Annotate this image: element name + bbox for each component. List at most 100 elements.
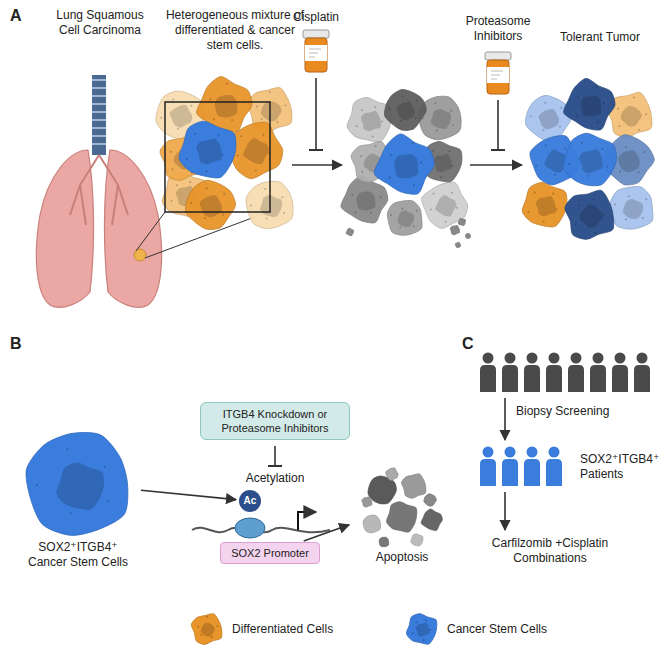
process-label: Acetylation: [225, 471, 325, 486]
inhibition-line: [497, 100, 499, 150]
bottle-cap: [485, 52, 511, 60]
cell-dot: [415, 117, 417, 119]
cell-nucleus: [623, 199, 643, 219]
legend-swatch: [405, 612, 439, 646]
person-icon: [546, 447, 562, 487]
cell-dot: [576, 115, 578, 117]
cell-dot: [530, 115, 532, 117]
cell-dot: [425, 619, 427, 621]
person-head: [637, 353, 648, 364]
cell-dot: [555, 208, 557, 210]
cell-nucleus: [243, 138, 269, 164]
cell-fragment: [386, 502, 416, 533]
cell-nucleus: [261, 101, 282, 121]
cell-dot: [388, 108, 390, 110]
cell-drawing: [421, 182, 467, 228]
inhibition-bar: [491, 149, 505, 151]
cell-drawing: [385, 89, 427, 130]
person-head: [483, 447, 494, 458]
cell-fragment: [411, 534, 423, 546]
cell-dot: [436, 129, 438, 131]
node-text: Apoptosis: [352, 550, 452, 565]
label-stripe: [491, 79, 497, 80]
trachea-ring: [92, 127, 106, 129]
cell-dot: [205, 170, 207, 172]
cell-dot: [415, 621, 417, 623]
cell-dot: [400, 120, 402, 122]
cell-nucleus: [361, 111, 381, 131]
person-icon: [502, 353, 518, 393]
cell-dot: [595, 232, 597, 234]
inhibition-line: [315, 78, 317, 150]
cell-dot: [200, 634, 202, 636]
bottle-body: [487, 60, 509, 94]
tolerant-cluster: [522, 78, 654, 239]
cell-nucleus: [536, 196, 556, 216]
cell-nucleus: [431, 109, 451, 129]
cell-fragment: [455, 242, 461, 248]
cell-dot: [352, 194, 354, 196]
stem-cell-node: SOX2⁺ITGB4⁺ Cancer Stem Cells: [18, 428, 138, 570]
cell-nucleus: [196, 138, 222, 164]
cell-dot: [602, 148, 604, 150]
trachea-ring: [92, 95, 106, 97]
cell-dot: [276, 121, 278, 123]
cell-fragment: [386, 468, 399, 481]
cell-dot: [445, 221, 447, 223]
cell-dot: [186, 158, 188, 160]
cell-drawing: [563, 133, 616, 186]
person-icon: [524, 353, 540, 393]
cell-dot: [628, 195, 630, 197]
person-icon: [568, 353, 584, 393]
cell-dot: [416, 100, 418, 102]
cell-dot: [356, 125, 358, 127]
cell-dot: [603, 214, 605, 216]
cell-dot: [560, 107, 562, 109]
bottle-cap: [303, 30, 329, 38]
cell-dot: [250, 204, 252, 206]
cell-fragment: [450, 225, 460, 235]
cell-drawing: [341, 176, 388, 223]
cell-dot: [401, 207, 403, 209]
person-icon: [524, 447, 540, 487]
cell-dot: [450, 110, 452, 112]
cell-body: [610, 187, 653, 230]
cell-dot: [160, 117, 162, 119]
cell-dot: [645, 198, 647, 200]
cell-dot: [221, 154, 223, 156]
cell-dot: [544, 102, 546, 104]
cell-body: [421, 182, 467, 228]
cell-dot: [429, 629, 431, 631]
cell-dot: [374, 106, 376, 108]
cell-dot: [399, 226, 401, 228]
cell-drawing: [406, 614, 436, 645]
cell-dot: [171, 168, 173, 170]
person-body: [480, 459, 496, 486]
cell-dot: [217, 625, 219, 627]
person-head: [483, 353, 494, 364]
person-body: [546, 459, 562, 486]
cell-dot: [617, 108, 619, 110]
connector-arrow: [141, 490, 236, 499]
person-head: [527, 353, 538, 364]
legend-entry: Cancer Stem Cells: [405, 612, 547, 646]
cell-dot: [633, 96, 635, 98]
person-head: [505, 353, 516, 364]
label-stripe: [491, 71, 503, 72]
label-stripe: [309, 49, 321, 50]
step-label: Carfilzomib +Cisplatin Combinations: [470, 536, 630, 566]
cell-dot: [361, 171, 363, 173]
person-icon: [590, 353, 606, 393]
person-icon: [634, 353, 650, 393]
cell-body: [191, 614, 222, 645]
person-body: [590, 365, 606, 392]
panel-letter: B: [10, 336, 30, 351]
cell-dot: [284, 105, 286, 107]
cell-dot: [176, 184, 178, 186]
illustration-label: Tolerant Tumor: [555, 30, 645, 45]
legend-swatch: [190, 612, 224, 646]
cell-dot: [413, 225, 415, 227]
cell-dot: [603, 102, 605, 104]
cell-dot: [172, 99, 174, 101]
cell-dot: [559, 126, 561, 128]
